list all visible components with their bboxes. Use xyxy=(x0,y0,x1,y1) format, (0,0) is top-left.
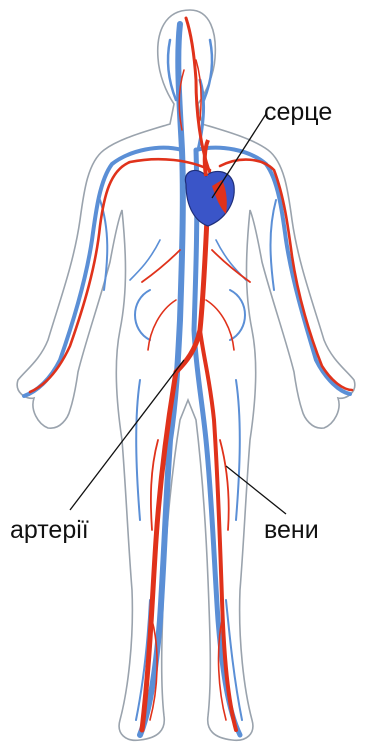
veins-label: вени xyxy=(264,516,319,544)
heart-label: серце xyxy=(264,98,332,126)
arteries-label: артерії xyxy=(10,516,89,544)
